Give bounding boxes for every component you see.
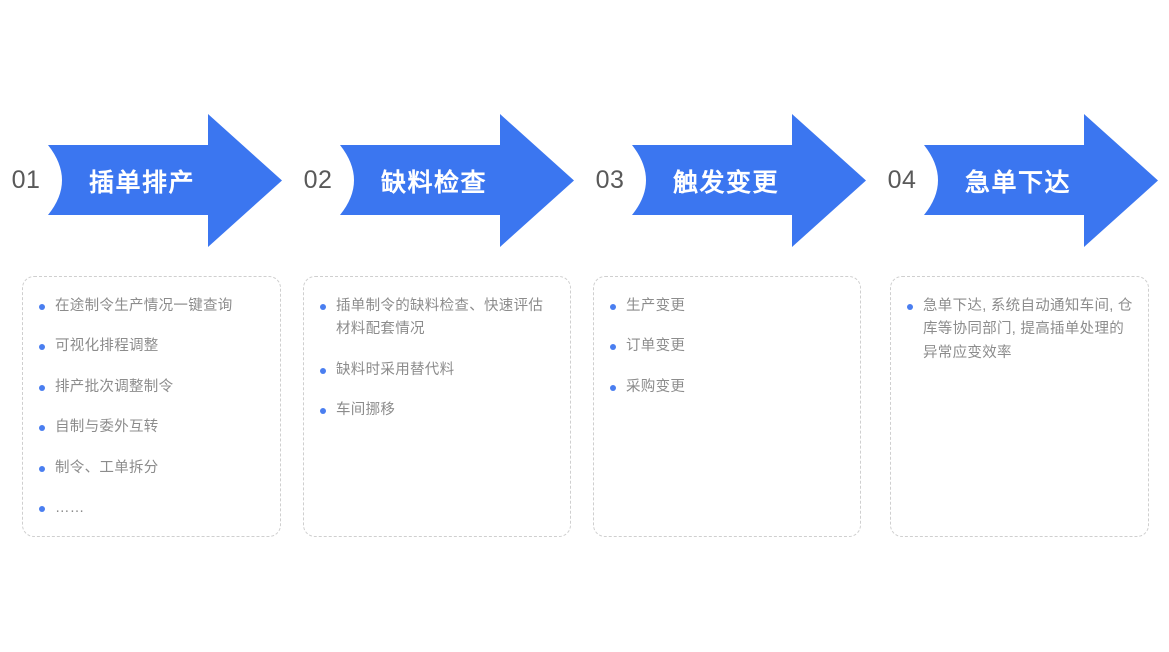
bullet-dot-icon bbox=[610, 384, 616, 391]
bullet-list-3: 生产变更 订单变更 采购变更 bbox=[608, 295, 846, 399]
detail-card-4: 急单下达, 系统自动通知车间, 仓库等协同部门, 提高插单处理的异常应变效率 bbox=[890, 276, 1149, 537]
list-item-text: 插单制令的缺料检查、快速评估材料配套情况 bbox=[336, 298, 544, 338]
bullet-dot-icon bbox=[320, 367, 326, 374]
list-item: 制令、工单拆分 bbox=[37, 457, 266, 480]
step-arrow-1[interactable]: 01 插单排产 bbox=[0, 108, 292, 253]
list-item: 在途制令生产情况一键查询 bbox=[37, 295, 266, 318]
list-item-text: 自制与委外互转 bbox=[55, 419, 159, 436]
list-item-text: 可视化排程调整 bbox=[55, 338, 159, 355]
list-item-text: 急单下达, 系统自动通知车间, 仓库等协同部门, 提高插单处理的异常应变效率 bbox=[923, 298, 1133, 361]
detail-card-2: 插单制令的缺料检查、快速评估材料配套情况 缺料时采用替代料 车间挪移 bbox=[303, 276, 571, 537]
detail-card-1: 在途制令生产情况一键查询 可视化排程调整 排产批次调整制令 自制与委外互转 制令… bbox=[22, 276, 281, 537]
bullet-dot-icon bbox=[610, 344, 616, 351]
list-item-text: 生产变更 bbox=[626, 298, 686, 314]
list-item: 订单变更 bbox=[608, 335, 846, 358]
list-item-text: 采购变更 bbox=[626, 378, 686, 395]
list-item: 生产变更 bbox=[608, 295, 846, 318]
list-item: 车间挪移 bbox=[318, 399, 556, 422]
list-item-text: 排产批次调整制令 bbox=[55, 378, 174, 395]
list-item-text: 车间挪移 bbox=[336, 402, 396, 419]
list-item: 排产批次调整制令 bbox=[37, 376, 266, 399]
bullet-dot-icon bbox=[320, 304, 326, 310]
step-number-4: 04 bbox=[887, 166, 917, 194]
step-arrow-2[interactable]: 02 缺料检查 bbox=[292, 108, 584, 253]
list-item-text: 在途制令生产情况一键查询 bbox=[55, 298, 233, 314]
detail-card-3: 生产变更 订单变更 采购变更 bbox=[593, 276, 861, 537]
step-title-4: 急单下达 bbox=[964, 168, 1071, 197]
step-number-1: 01 bbox=[11, 166, 41, 194]
bullet-dot-icon bbox=[39, 425, 45, 432]
bullet-dot-icon bbox=[610, 304, 616, 310]
list-item-text: 制令、工单拆分 bbox=[55, 459, 159, 476]
chevron-arrow-icon bbox=[922, 108, 1168, 253]
bullet-dot-icon bbox=[39, 344, 45, 351]
step-arrow-3[interactable]: 03 触发变更 bbox=[584, 108, 876, 253]
step-arrow-row: 01 插单排产 02 缺料检查 03 bbox=[0, 108, 1169, 253]
list-item: …… bbox=[37, 497, 266, 520]
list-item-text: 缺料时采用替代料 bbox=[336, 361, 455, 378]
bullet-dot-icon bbox=[39, 506, 45, 513]
list-item: 可视化排程调整 bbox=[37, 335, 266, 358]
list-item-text: …… bbox=[55, 500, 85, 517]
detail-card-row: 在途制令生产情况一键查询 可视化排程调整 排产批次调整制令 自制与委外互转 制令… bbox=[0, 276, 1169, 538]
bullet-dot-icon bbox=[39, 304, 45, 310]
step-number-2: 02 bbox=[303, 166, 333, 194]
bullet-dot-icon bbox=[320, 408, 326, 415]
list-item: 插单制令的缺料检查、快速评估材料配套情况 bbox=[318, 295, 556, 342]
bullet-list-2: 插单制令的缺料检查、快速评估材料配套情况 缺料时采用替代料 车间挪移 bbox=[318, 295, 556, 423]
list-item: 缺料时采用替代料 bbox=[318, 359, 556, 382]
list-item-text: 订单变更 bbox=[626, 338, 686, 355]
bullet-dot-icon bbox=[39, 465, 45, 472]
chevron-arrow-icon bbox=[630, 108, 876, 253]
step-number-3: 03 bbox=[595, 166, 625, 194]
list-item: 急单下达, 系统自动通知车间, 仓库等协同部门, 提高插单处理的异常应变效率 bbox=[905, 295, 1134, 365]
chevron-arrow-icon bbox=[46, 108, 292, 253]
chevron-arrow-icon bbox=[338, 108, 584, 253]
bullet-dot-icon bbox=[907, 304, 913, 310]
list-item: 自制与委外互转 bbox=[37, 416, 266, 439]
list-item: 采购变更 bbox=[608, 376, 846, 399]
bullet-dot-icon bbox=[39, 384, 45, 391]
step-title-3: 触发变更 bbox=[672, 168, 779, 197]
step-title-2: 缺料检查 bbox=[380, 168, 487, 197]
bullet-list-1: 在途制令生产情况一键查询 可视化排程调整 排产批次调整制令 自制与委外互转 制令… bbox=[37, 295, 266, 521]
step-title-1: 插单排产 bbox=[88, 168, 195, 197]
bullet-list-4: 急单下达, 系统自动通知车间, 仓库等协同部门, 提高插单处理的异常应变效率 bbox=[905, 295, 1134, 365]
step-arrow-4[interactable]: 04 急单下达 bbox=[876, 108, 1168, 253]
